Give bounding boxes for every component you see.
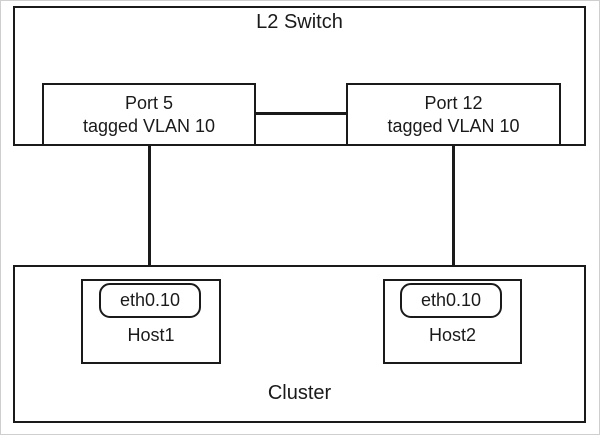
host1-name: Host1 xyxy=(127,325,175,345)
host2-interface-label: eth0.10 xyxy=(420,290,482,310)
host1-interface-label: eth0.10 xyxy=(119,290,181,310)
switch-port-12-text: Port 12 tagged VLAN 10 xyxy=(348,91,559,137)
host2-interface-pill: eth0.10 xyxy=(400,283,502,318)
switch-port-5-box: Port 5 tagged VLAN 10 xyxy=(42,83,256,146)
host2-box: eth0.10 Host2 xyxy=(383,279,522,364)
host1-interface-pill: eth0.10 xyxy=(99,283,201,318)
switch-port-5-vlan: tagged VLAN 10 xyxy=(82,115,216,136)
switch-port-12-name: Port 12 xyxy=(424,92,483,113)
cluster-title: Cluster xyxy=(267,382,332,404)
inter-port-link-line xyxy=(254,112,348,115)
l2-switch-title: L2 Switch xyxy=(256,11,343,33)
host1-box: eth0.10 Host1 xyxy=(81,279,221,364)
switch-port-5-text: Port 5 tagged VLAN 10 xyxy=(44,91,254,137)
switch-port-12-vlan: tagged VLAN 10 xyxy=(387,115,520,136)
switch-port-5-name: Port 5 xyxy=(124,92,174,113)
link-port12-to-host2 xyxy=(452,144,455,281)
switch-port-12-box: Port 12 tagged VLAN 10 xyxy=(346,83,561,146)
host2-name: Host2 xyxy=(428,325,477,345)
link-port5-to-host1 xyxy=(148,144,151,281)
